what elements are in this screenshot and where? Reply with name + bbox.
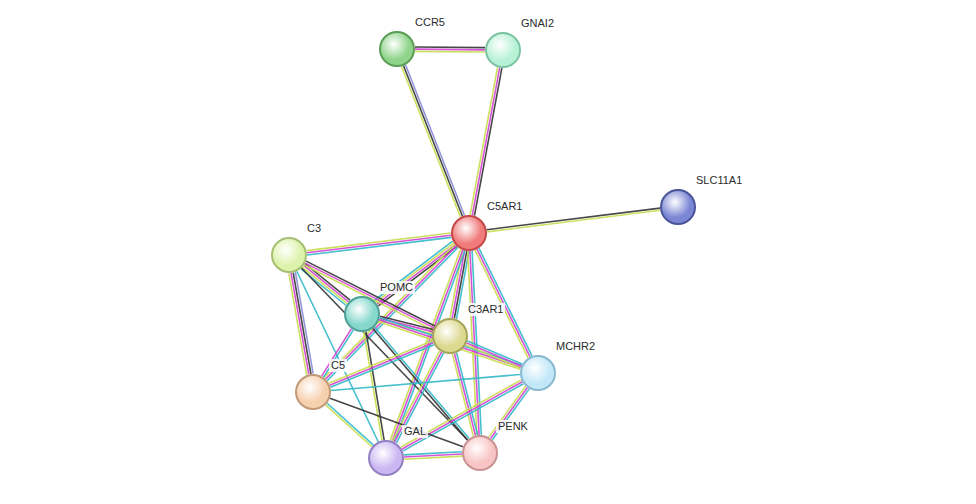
protein-circle: [344, 296, 380, 332]
protein-node: C5AR1: [451, 215, 487, 251]
protein-label: POMC: [378, 281, 415, 294]
evidence-line: [293, 273, 311, 375]
protein-circle: [462, 435, 498, 471]
protein-label: C5: [329, 359, 347, 372]
interaction-edge: [489, 386, 529, 439]
evidence-line: [392, 351, 439, 441]
protein-circle: [485, 32, 521, 68]
protein-circle: [379, 31, 415, 67]
protein-label: GAL: [402, 425, 428, 438]
interaction-edge: [307, 233, 452, 255]
protein-label: C5AR1: [485, 200, 524, 213]
evidence-line: [467, 341, 522, 364]
protein-node: GAL: [368, 440, 404, 476]
protein-circle: [368, 440, 404, 476]
interaction-edge: [331, 375, 520, 391]
evidence-line: [452, 354, 473, 436]
interaction-edge: [326, 403, 374, 446]
protein-label: MCHR2: [554, 340, 597, 353]
interaction-edge: [378, 318, 521, 370]
evidence-line: [376, 243, 454, 302]
evidence-line: [322, 329, 352, 377]
evidence-line: [457, 353, 478, 435]
interaction-edge: [466, 341, 523, 368]
interaction-edge: [330, 398, 463, 447]
evidence-line: [415, 51, 485, 53]
evidence-line: [454, 353, 475, 435]
evidence-line: [331, 375, 520, 391]
evidence-line: [401, 380, 522, 447]
evidence-line: [474, 68, 501, 216]
protein-circle: [295, 374, 331, 410]
evidence-line: [467, 343, 522, 366]
interaction-edge: [322, 329, 354, 378]
protein-circle: [432, 318, 468, 354]
interaction-edge: [289, 272, 313, 375]
evidence-line: [415, 48, 485, 50]
evidence-line: [307, 233, 451, 251]
interaction-edge: [415, 47, 485, 52]
evidence-line: [330, 398, 463, 447]
evidence-line: [374, 241, 452, 300]
evidence-line: [291, 273, 309, 375]
evidence-line: [327, 403, 373, 445]
evidence-line: [472, 68, 499, 216]
evidence-line: [324, 330, 354, 378]
interaction-edge: [374, 241, 456, 306]
interaction-edge: [402, 65, 465, 217]
protein-circle: [660, 189, 696, 225]
evidence-line: [307, 237, 451, 255]
protein-node: C5: [295, 374, 331, 410]
evidence-line: [492, 389, 529, 440]
evidence-line: [289, 273, 307, 375]
evidence-line: [330, 343, 434, 385]
interaction-edge: [404, 452, 462, 459]
protein-node: GNAI2: [485, 32, 521, 68]
interaction-edge: [452, 353, 477, 436]
protein-circle: [520, 355, 556, 391]
evidence-line: [470, 67, 497, 215]
protein-node: CCR5: [379, 31, 415, 67]
protein-node: PENK: [462, 435, 498, 471]
protein-label: GNAI2: [519, 17, 556, 30]
protein-node: SLC11A1: [660, 189, 696, 225]
evidence-line: [402, 67, 461, 217]
evidence-line: [404, 456, 462, 459]
protein-label: SLC11A1: [694, 174, 744, 187]
evidence-line: [329, 341, 433, 383]
interaction-edge: [470, 67, 502, 215]
interaction-edge: [329, 341, 434, 387]
protein-label: CCR5: [413, 16, 447, 29]
protein-label: C3AR1: [466, 303, 505, 316]
evidence-line: [466, 345, 521, 368]
protein-label: C3: [305, 222, 323, 235]
evidence-line: [415, 46, 485, 48]
protein-node: C3AR1: [432, 318, 468, 354]
evidence-line: [487, 210, 660, 232]
evidence-line: [307, 235, 451, 253]
evidence-line: [406, 65, 465, 215]
protein-label: PENK: [496, 420, 530, 433]
protein-circle: [451, 215, 487, 251]
protein-node: POMC: [344, 296, 380, 332]
evidence-line: [404, 66, 463, 216]
protein-node: MCHR2: [520, 355, 556, 391]
protein-node: C3: [271, 237, 307, 273]
protein-circle: [271, 237, 307, 273]
